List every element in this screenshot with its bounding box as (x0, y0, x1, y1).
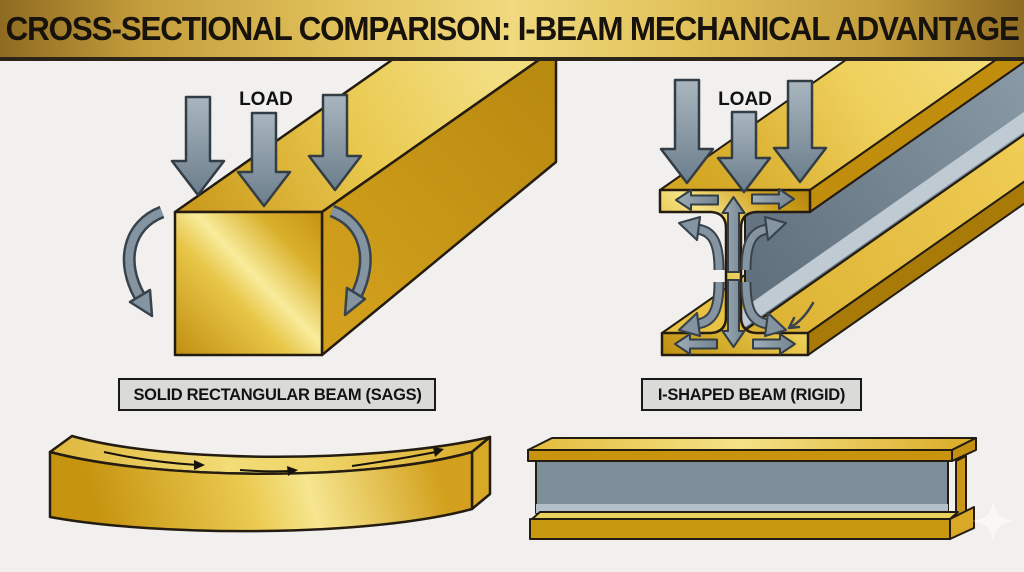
load-arrow-down-icon (170, 95, 226, 197)
straight-i-beam-top-flange-end (951, 437, 977, 462)
shear-hook-bottom-right-core (742, 281, 769, 328)
tension-flow-arrow-head (287, 466, 298, 476)
web-arrow-down-icon (721, 279, 746, 348)
bend-arrow-right-core (330, 207, 370, 298)
title-banner: CROSS-SECTIONAL COMPARISON: I-BEAM MECHA… (0, 0, 1024, 61)
shear-hook-bottom-right-head (763, 311, 788, 338)
bend-arrow-left-core (125, 208, 164, 299)
load-arrows-right (659, 78, 828, 194)
load-label-left: LOAD (239, 89, 293, 110)
straight-i-beam-bottom-flange-end (949, 506, 975, 540)
shear-thin-arrow-icon (787, 301, 815, 330)
bend-arrow-right-head (343, 286, 367, 317)
shear-hook-top-right-head (763, 215, 788, 242)
straight-i-beam-web-highlight (536, 504, 948, 513)
web-arrow-up-icon (721, 196, 746, 273)
tension-flow-arrow (103, 451, 198, 466)
caption-i-beam: I-SHAPED BEAM (RIGID) (641, 378, 862, 411)
flange-arrow-left-icon (674, 333, 718, 355)
straight-i-beam (527, 437, 977, 540)
shear-hook-bottom-left-core (696, 281, 723, 328)
shear-hook-bottom-left-head (677, 311, 702, 338)
load-arrows-left (170, 93, 363, 208)
straight-i-beam-bottom-flange-front (529, 518, 951, 540)
bend-arrows (122, 204, 372, 318)
tension-flow-arrow (351, 451, 437, 467)
load-arrow-down-icon (659, 78, 715, 185)
page-title: CROSS-SECTIONAL COMPARISON: I-BEAM MECHA… (5, 9, 1019, 47)
shear-hook-arrows (677, 215, 815, 338)
tension-flow-arrow (239, 469, 291, 473)
load-arrow-down-icon (772, 79, 828, 184)
sagging-beam-front-face (48, 450, 474, 533)
straight-i-beam-top-flange-front (527, 449, 953, 462)
i-beam-web-fillet-highlight (741, 111, 1024, 330)
load-label-right: LOAD (718, 89, 772, 110)
tension-flow-arrows (103, 447, 444, 476)
load-arrow-down-icon (307, 93, 363, 192)
load-arrow-down-icon (716, 110, 772, 194)
caption-solid-beam-label: SOLID RECTANGULAR BEAM (SAGS) (132, 384, 422, 404)
shear-hook-top-left-head (677, 215, 702, 242)
tension-flow-arrow-head (194, 460, 205, 470)
straight-i-beam-top-flange-surface (527, 437, 977, 451)
caption-solid-beam: SOLID RECTANGULAR BEAM (SAGS) (118, 378, 436, 411)
i-beam-3d (658, 61, 1024, 357)
solid-beam-front-face (173, 210, 324, 357)
sparkle-watermark-icon (972, 500, 1014, 542)
straight-i-beam-bottom-flange-surface (531, 511, 959, 520)
shear-hook-top-left-core (696, 225, 723, 271)
tension-flow-arrow-head (433, 447, 444, 457)
sagging-beam (48, 434, 492, 533)
solid-beam-3d (173, 61, 558, 357)
bend-arrow-left-head (128, 288, 154, 318)
shear-hook-top-right-core (742, 225, 769, 271)
load-arrow-down-icon (236, 111, 292, 208)
flange-arrow-left-icon (675, 189, 719, 211)
flange-stress-arrows (674, 188, 796, 355)
diagram-canvas: LOAD LOAD (48, 61, 1024, 542)
flange-arrow-right-icon (752, 333, 796, 355)
caption-i-beam-label: I-SHAPED BEAM (RIGID) (657, 384, 846, 404)
straight-i-beam-web-end (955, 455, 967, 518)
flange-arrow-right-icon (751, 188, 795, 210)
